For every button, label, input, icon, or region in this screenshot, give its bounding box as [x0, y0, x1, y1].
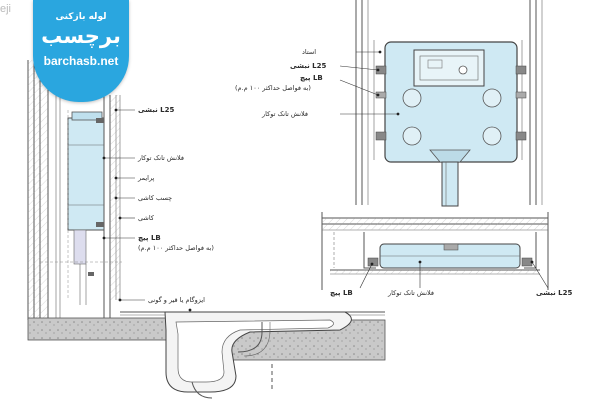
label-bottom-flange: فلانش تانک توکار [387, 289, 434, 297]
label-left-flange: فلانش تانک توکار [137, 154, 184, 162]
bottom-labels: پیچ LB فلانش تانک توکار نبشی L25 [330, 260, 572, 297]
label-right-stud: استاد [302, 48, 316, 56]
floor-and-drain [27, 308, 386, 399]
right-elevation [355, 0, 543, 207]
label-left-kashi: کاشی [138, 214, 155, 222]
tank-side-profile [67, 117, 105, 231]
label-left-primer: پرایمر [137, 174, 155, 182]
watermark-line2: برچسب [41, 24, 121, 48]
label-left-chasb: چسب کاشی [138, 194, 172, 202]
tank-access-panel [413, 49, 485, 87]
label-left-l25: نبشی L25 [138, 106, 174, 114]
label-right-lb-note: (به فواصل حداکثر ۱۰۰ م.م) [235, 84, 311, 92]
left-labels: نبشی L25 فلانش تانک توکار پرایمر چسب کاش… [102, 106, 214, 304]
watermark-url: barchasb.net [43, 54, 119, 68]
label-bottom-lb: پیچ LB [330, 289, 353, 297]
label-left-lb: پیچ LB [138, 234, 161, 242]
label-right-lb: پیچ LB [300, 74, 323, 82]
label-right-l25: نبشی L25 [290, 62, 326, 70]
watermark-fragment: eji [0, 3, 12, 15]
drain-pipe [441, 161, 459, 207]
label-left-lb-note: (به فواصل حداکثر ۱۰۰ م.م) [138, 244, 214, 252]
watermark-line1: لوله بازکنی [55, 12, 107, 22]
label-right-flange: فلانش تانک توکار [261, 110, 308, 118]
right-plan-section [321, 212, 549, 290]
label-left-iso: ایزوگام یا قیر و گونی [148, 296, 205, 304]
watermark-badge: لوله بازکنی برچسب barchasb.net [33, 0, 129, 102]
label-bottom-l25: نبشی L25 [536, 289, 572, 297]
right-labels: استاد نبشی L25 پیچ LB (به فواصل حداکثر ۱… [235, 48, 400, 118]
